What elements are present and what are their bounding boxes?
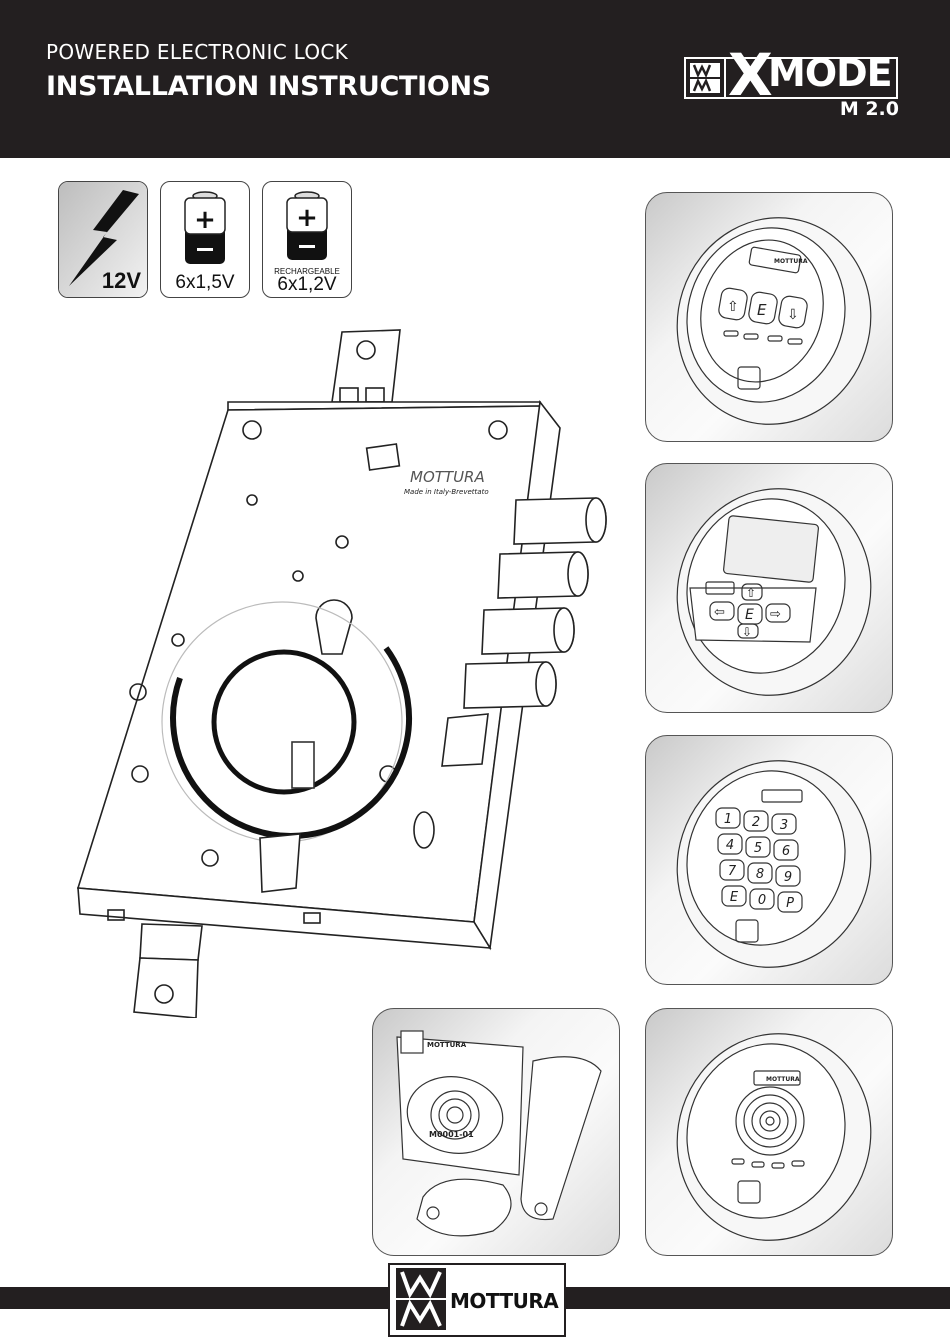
lightning-bolt-icon <box>59 182 147 297</box>
rechargeable-note: RECHARGEABLE <box>274 267 340 276</box>
keypad-key <box>717 833 743 855</box>
keypad-key-label: 6 <box>782 844 790 859</box>
keypad-key <box>777 891 803 913</box>
product-name: MODE <box>768 51 893 95</box>
card-brand: MOTTURA <box>427 1041 467 1049</box>
power-option-12v: 12V <box>58 181 148 298</box>
keypad-key <box>771 813 797 835</box>
photo-nav-keypad-reader: MOTTURA ⇧ E ⇩ <box>645 192 893 442</box>
mottura-mark-icon <box>684 57 726 99</box>
keypad-key-label: P <box>786 896 794 911</box>
card-code: M0001-01 <box>429 1130 474 1139</box>
battery-icon: + <box>184 191 226 264</box>
power-option-batteries: + 6x1,5V <box>160 181 250 298</box>
numeric-key-grid: 1 2 3 4 5 6 7 8 9E 0 P <box>715 807 803 913</box>
proximity-reader-device: MOTTURA <box>676 1033 872 1241</box>
display-keypad-device: ⇧ ⇦ E ⇨ ⇩ <box>676 488 872 696</box>
keypad-key-label: 1 <box>724 812 732 827</box>
nav-key-up: ⇧ <box>727 299 739 315</box>
nav-key-down: ⇩ <box>742 625 752 639</box>
power-option-label: 6x1,2V <box>277 274 337 295</box>
keypad-key <box>719 859 745 881</box>
product-name-frame <box>724 57 898 99</box>
keypad-key-label: 3 <box>780 818 788 833</box>
keypad-key-label: 4 <box>726 838 734 853</box>
keypad-key-label: 9 <box>784 870 792 885</box>
nav-key-enter: E <box>757 301 767 319</box>
keypad-key-label: 8 <box>756 867 764 882</box>
nav-key-down: ⇩ <box>787 307 799 323</box>
footer-brand-name: MOTTURA <box>450 1289 559 1313</box>
keypad-key <box>749 888 775 910</box>
keypad-key <box>745 836 771 858</box>
card-and-tag-drawing: MOTTURA M0001-01 <box>396 1030 602 1237</box>
keypad-key-label: 2 <box>752 815 760 830</box>
keypad-key <box>775 865 801 887</box>
keypad-key <box>743 810 769 832</box>
header-bar: POWERED ELECTRONIC LOCK INSTALLATION INS… <box>0 0 950 158</box>
photo-proximity-reader: MOTTURA <box>645 1008 893 1256</box>
product-x-mark: X <box>728 41 773 109</box>
svg-text:+: + <box>296 203 318 233</box>
keypad-key-label: 7 <box>728 864 737 879</box>
lock-brand-engraving: MOTTURA <box>410 468 485 486</box>
power-option-label: 6x1,5V <box>175 272 235 293</box>
nav-key-enter: E <box>745 607 754 623</box>
nav-key-right: ⇨ <box>770 607 781 622</box>
lock-body-drawing: MOTTURA Made in Italy-Brevettato <box>76 329 607 1018</box>
product-logo: X MODE M 2.0 <box>684 46 899 122</box>
product-version: M 2.0 <box>839 98 899 120</box>
numeric-keypad-device: 1 2 3 4 5 6 7 8 9E 0 P <box>676 760 872 968</box>
keypad-key-label: E <box>730 890 739 905</box>
photo-card-and-tag: MOTTURA M0001-01 <box>372 1008 620 1256</box>
keypad-key-label: 0 <box>758 893 766 908</box>
document-title: INSTALLATION INSTRUCTIONS <box>46 71 491 102</box>
mottura-mark-icon <box>396 1268 446 1330</box>
rechargeable-battery-icon: + <box>286 191 328 260</box>
keypad-key-label: 5 <box>754 841 762 856</box>
svg-text:+: + <box>194 205 216 235</box>
footer-logo: MOTTURA <box>388 1263 566 1337</box>
device-brand: MOTTURA <box>766 1076 800 1083</box>
nav-key-left: ⇦ <box>714 605 725 620</box>
photo-display-reader: ⇧ ⇦ E ⇨ ⇩ <box>645 463 893 713</box>
lock-patent-engraving: Made in Italy-Brevettato <box>404 488 489 496</box>
power-option-label: 12V <box>101 268 141 293</box>
nav-key-up: ⇧ <box>746 586 756 600</box>
keypad-key <box>721 885 747 907</box>
device-brand: MOTTURA <box>774 258 808 265</box>
nav-keypad-device: MOTTURA ⇧ E ⇩ <box>676 217 872 425</box>
document-subtitle: POWERED ELECTRONIC LOCK <box>46 40 349 64</box>
keypad-key <box>773 839 799 861</box>
keypad-key <box>715 807 741 829</box>
power-option-rechargeable: + RECHARGEABLE 6x1,2V <box>262 181 352 298</box>
keypad-key <box>747 862 773 884</box>
